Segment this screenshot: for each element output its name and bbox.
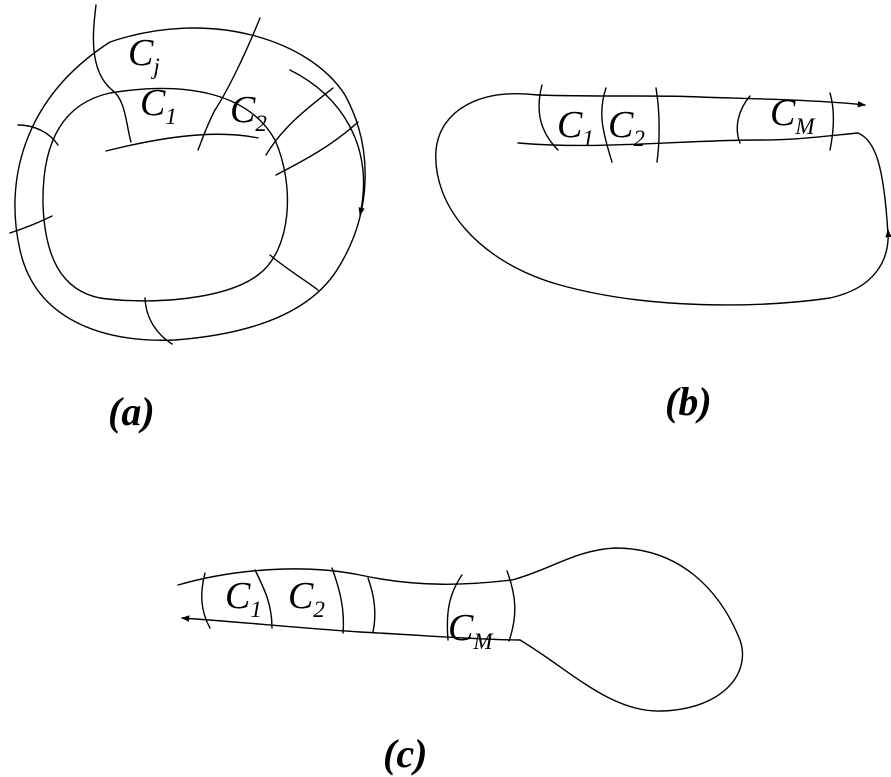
panel-a-outer-boundary <box>14 27 366 341</box>
panel-c-caption: (c) <box>383 731 427 776</box>
panel-b-caption: (b) <box>665 379 712 424</box>
panel-b-cut-4 <box>736 95 751 144</box>
panel-a-cut-left <box>9 215 53 234</box>
panel-b-upper-boundary <box>435 93 891 306</box>
panel-a-cut-right <box>275 121 359 176</box>
panel-a-caption: (a) <box>108 389 155 434</box>
panel-b-cut-3 <box>655 87 660 163</box>
panel-b-upper-edge <box>537 94 866 108</box>
panel-a-cut-bottom <box>144 297 173 345</box>
panel-b: C1 C2 CM (b) <box>435 84 891 424</box>
panel-a-label-c2: C2 <box>230 89 267 136</box>
panel-b-cut-5 <box>829 92 835 151</box>
panel-c-cut-3 <box>331 567 345 634</box>
panel-b-label-c1: C1 <box>557 104 594 151</box>
panel-a-cut-upper-left <box>17 124 59 146</box>
panel-a-cut-c1-c2 <box>197 17 261 151</box>
panel-a-label-cj: Cj <box>128 32 160 79</box>
panel-b-cut-2 <box>601 87 613 163</box>
panel-b-label-c2: C2 <box>608 104 645 151</box>
panel-c-upper-edge <box>177 547 744 712</box>
panel-a-cut-cj-left <box>92 4 132 143</box>
panel-c-cut-4 <box>367 577 376 633</box>
panel-a-cut-c2-right <box>265 87 334 156</box>
panel-c-lower-edge <box>181 615 521 641</box>
panel-a: Cj C1 C2 (a) <box>9 4 366 434</box>
panel-a-label-c1: C1 <box>140 82 177 129</box>
panel-c-cut-6 <box>506 570 516 642</box>
panel-c: C1 C2 CM (c) <box>177 547 744 776</box>
panel-a-direction-arrow <box>289 69 365 216</box>
panel-a-cut-bottom-right <box>269 254 319 291</box>
panel-c-cut-5 <box>446 574 463 641</box>
panel-b-lower-edge <box>517 132 889 236</box>
panel-b-label-cm: CM <box>770 92 816 139</box>
panel-b-cut-1 <box>538 84 559 151</box>
panel-c-cut-1 <box>201 572 211 629</box>
panel-c-label-c1: C1 <box>225 575 262 622</box>
panel-c-label-c2: C2 <box>288 575 325 622</box>
panel-a-inner-boundary <box>42 87 289 302</box>
panel-c-cut-2 <box>254 569 273 629</box>
panel-a-path-start <box>105 133 259 152</box>
panel-c-label-cm: CM <box>448 607 494 654</box>
